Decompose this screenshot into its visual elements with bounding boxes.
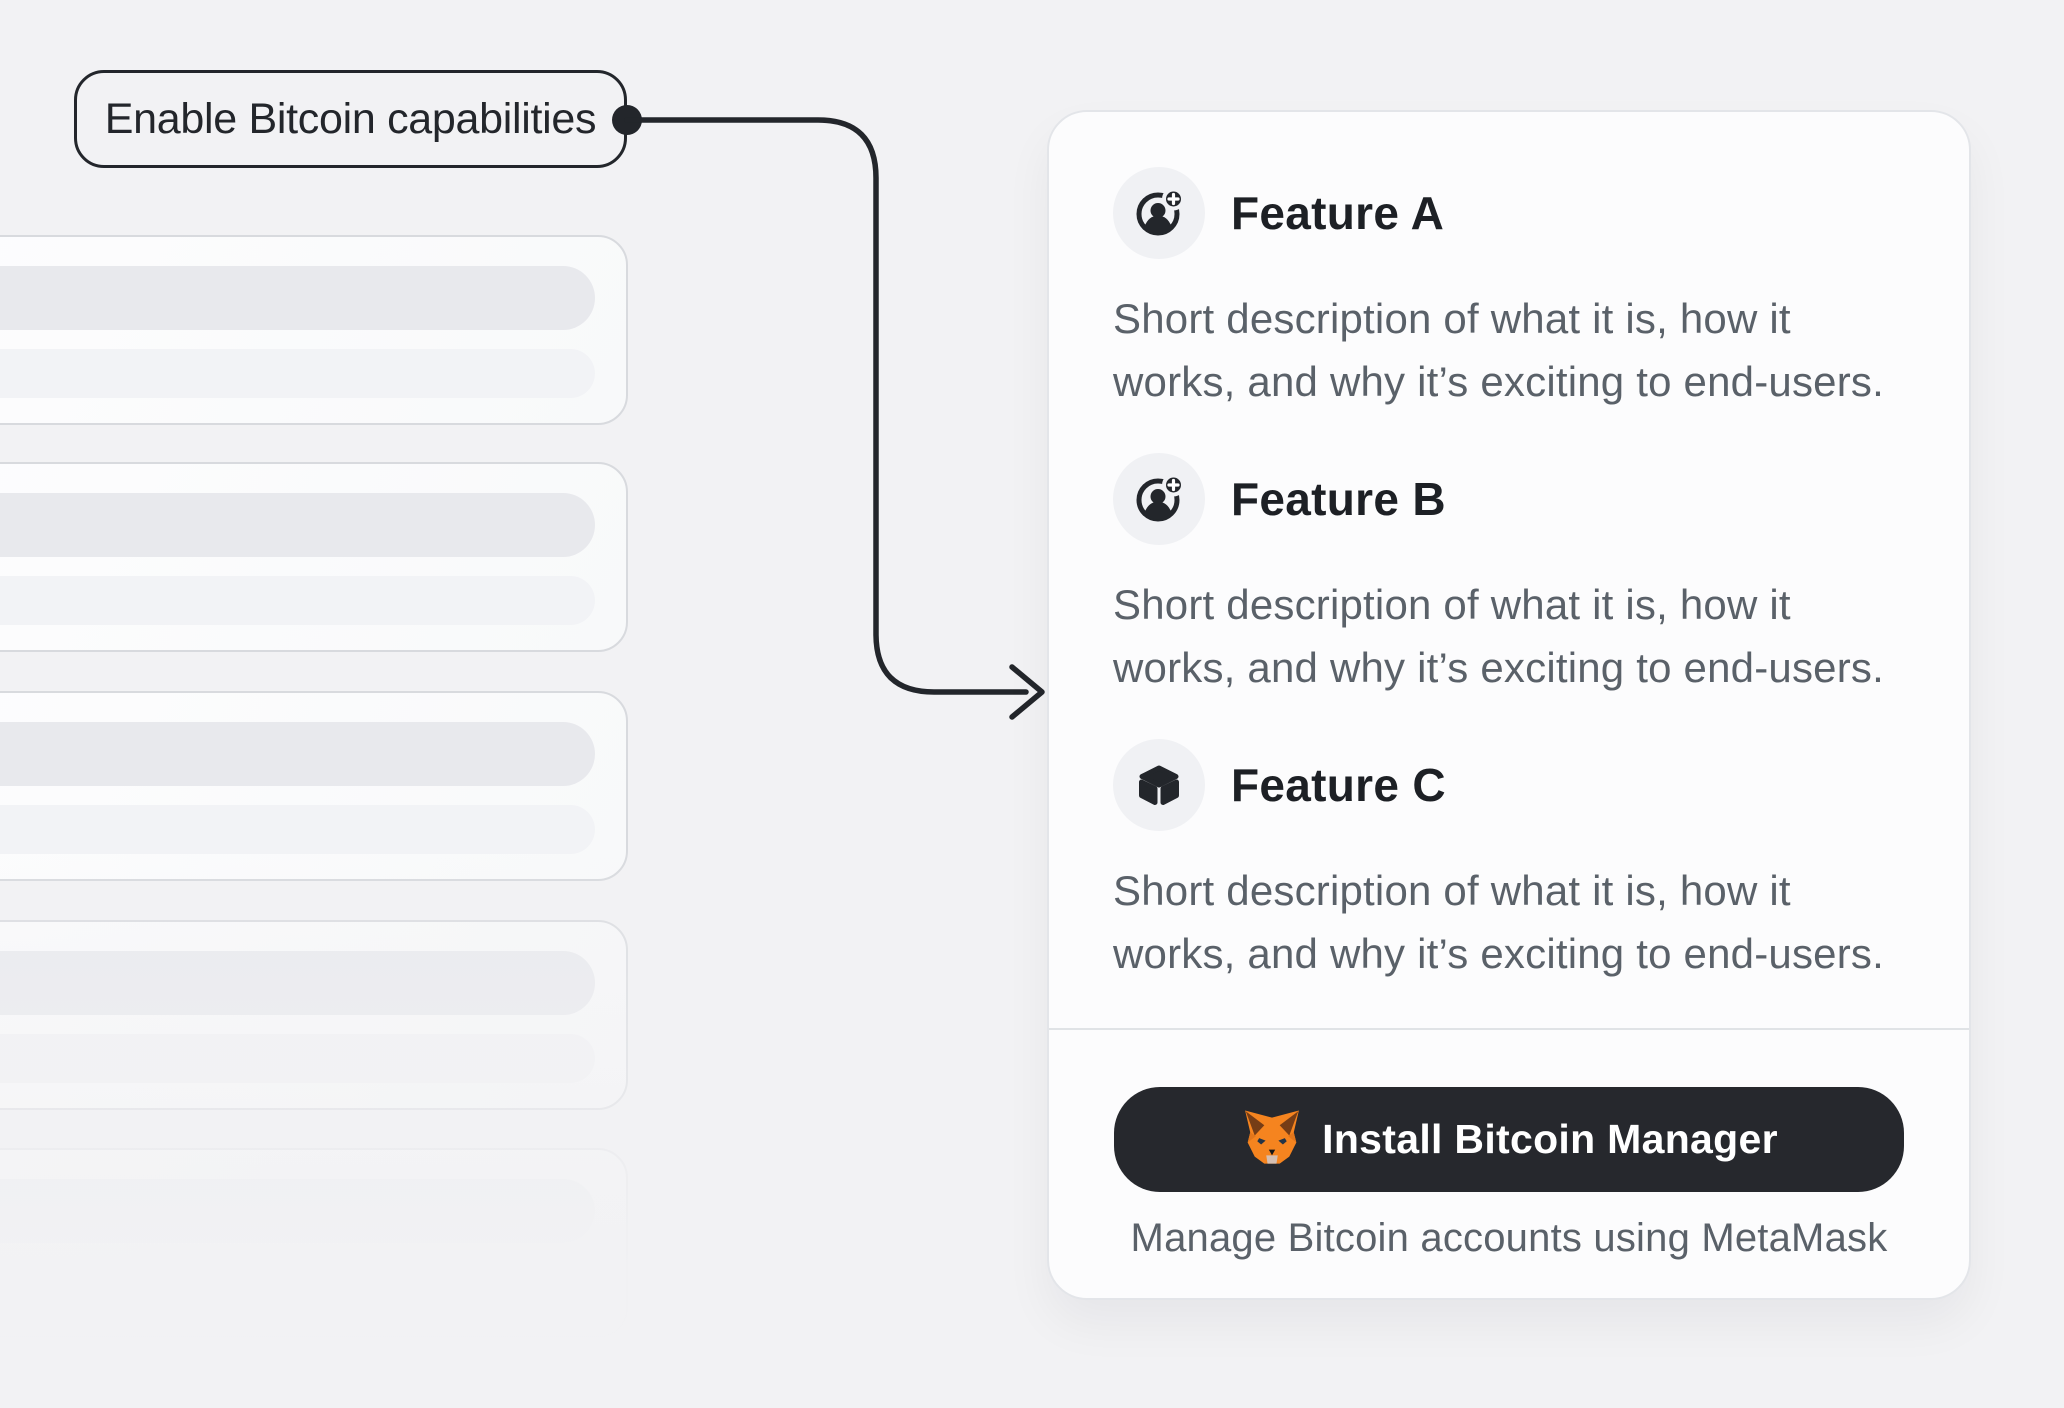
- feature-card: Feature A Short description of what it i…: [1047, 110, 1971, 1300]
- feature-title: Feature B: [1231, 473, 1446, 525]
- annotation-label: Enable Bitcoin capabilities: [74, 70, 627, 168]
- annotation-label-text: Enable Bitcoin capabilities: [104, 94, 597, 143]
- feature-description-line: Short description of what it is, how it: [1113, 295, 1791, 342]
- card-caption: Manage Bitcoin accounts using MetaMask: [1130, 1216, 1888, 1260]
- account-add-icon: [1113, 453, 1205, 545]
- features-list: Feature A Short description of what it i…: [1049, 112, 1969, 985]
- card-divider: [1049, 1028, 1969, 1030]
- skeleton-row-light: [0, 349, 595, 398]
- install-bitcoin-manager-button[interactable]: Install Bitcoin Manager: [1114, 1087, 1904, 1192]
- feature-b-header: Feature B: [1113, 453, 1905, 545]
- arrowhead: [1009, 664, 1045, 720]
- skeleton-card: [0, 1148, 628, 1338]
- cube-icon: [1113, 739, 1205, 831]
- feature-description-line: works, and why it’s exciting to end-user…: [1113, 930, 1884, 977]
- skeleton-row-light: [0, 805, 595, 854]
- feature-section-b: Feature B Short description of what it i…: [1113, 453, 1905, 699]
- feature-description-line: Short description of what it is, how it: [1113, 581, 1791, 628]
- install-button-label: Install Bitcoin Manager: [1322, 1116, 1778, 1162]
- skeleton-card: [0, 462, 628, 652]
- skeleton-row-light: [0, 576, 595, 625]
- feature-title: Feature C: [1231, 759, 1446, 811]
- feature-description-line: Short description of what it is, how it: [1113, 867, 1791, 914]
- feature-description: Short description of what it is, how it …: [1113, 287, 1905, 413]
- feature-title: Feature A: [1231, 187, 1445, 239]
- feature-section-a: Feature A Short description of what it i…: [1113, 167, 1905, 413]
- feature-description-line: works, and why it’s exciting to end-user…: [1113, 358, 1884, 405]
- feature-description: Short description of what it is, how it …: [1113, 573, 1905, 699]
- skeleton-row-dark: [0, 951, 595, 1015]
- feature-description-line: works, and why it’s exciting to end-user…: [1113, 644, 1884, 691]
- skeleton-row-dark: [0, 266, 595, 330]
- card-footer: Install Bitcoin Manager Manage Bitcoin a…: [1049, 1030, 1969, 1261]
- feature-c-header: Feature C: [1113, 739, 1905, 831]
- skeleton-row-dark: [0, 1179, 595, 1243]
- skeleton-row-light: [0, 1034, 595, 1083]
- skeleton-row-dark: [0, 722, 595, 786]
- skeleton-row-dark: [0, 493, 595, 557]
- skeleton-card: [0, 235, 628, 425]
- skeleton-card: [0, 920, 628, 1110]
- account-add-icon: [1113, 167, 1205, 259]
- feature-a-header: Feature A: [1113, 167, 1905, 259]
- skeleton-row-light: [0, 1262, 595, 1311]
- metamask-fox-icon: [1245, 1110, 1300, 1164]
- feature-section-c: Feature C Short description of what it i…: [1113, 739, 1905, 985]
- skeleton-card: [0, 691, 628, 881]
- feature-description: Short description of what it is, how it …: [1113, 859, 1905, 985]
